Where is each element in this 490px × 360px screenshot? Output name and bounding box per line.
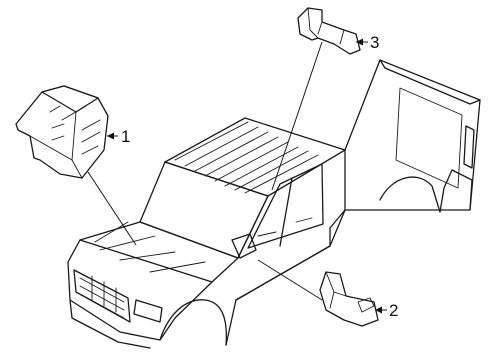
bracket-part-3 [297, 7, 361, 55]
leader-line-2 [257, 259, 323, 301]
leader-line-3 [271, 41, 323, 191]
pickup-truck [67, 59, 481, 349]
callout-1: 1 [107, 127, 130, 146]
callout-number: 1 [121, 127, 130, 146]
callout-number: 2 [389, 301, 398, 320]
arrowhead-icon [107, 132, 114, 140]
arrowhead-icon [375, 306, 382, 314]
callout-3: 3 [356, 33, 379, 52]
leader-lines [87, 41, 323, 301]
module-part-1 [15, 85, 109, 179]
callout-number: 3 [370, 33, 379, 52]
sensor-part-2 [319, 271, 379, 327]
callout-2: 2 [375, 301, 398, 320]
arrowhead-icon [356, 38, 363, 46]
leader-line-1 [87, 171, 137, 246]
